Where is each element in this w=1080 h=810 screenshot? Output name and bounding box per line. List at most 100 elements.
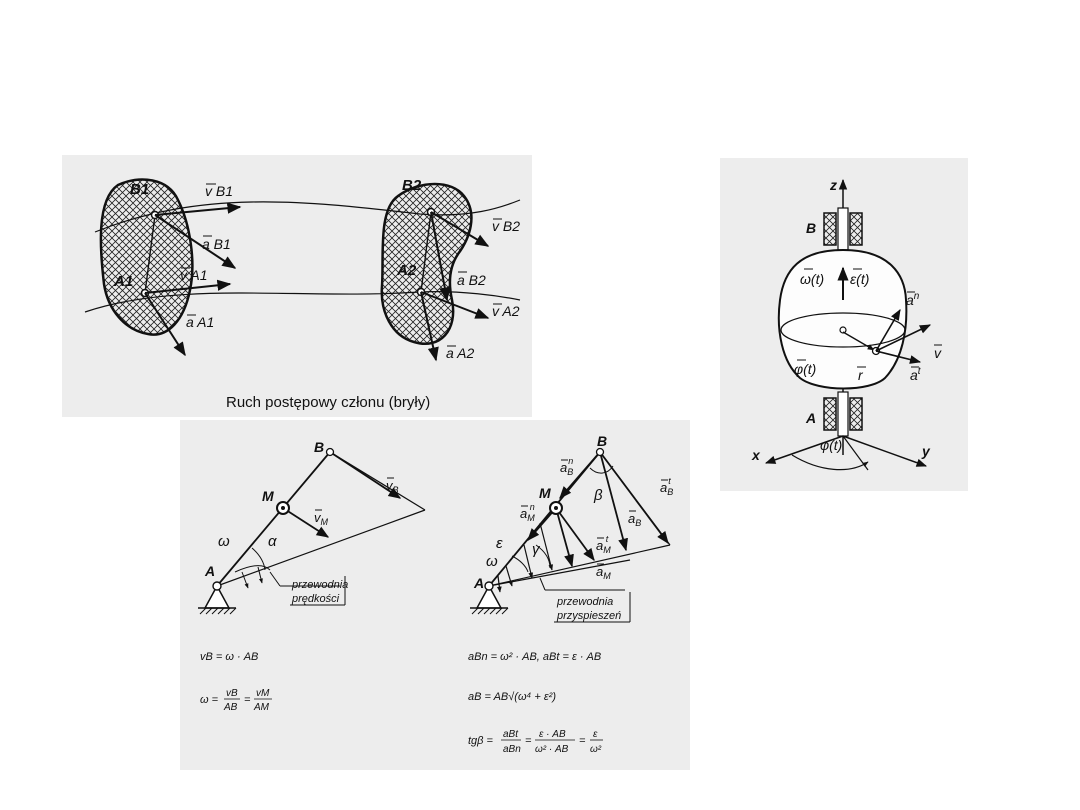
label-vb2: v B2 — [492, 218, 520, 234]
label-phi-bar-t: φ(t) — [794, 361, 816, 377]
vector-abn — [559, 451, 601, 499]
guide-velocity-line2: prędkości — [291, 593, 340, 605]
formula-omega-eq: = — [244, 694, 251, 706]
label-va2: v A2 — [492, 303, 520, 319]
vector-va1 — [144, 279, 232, 294]
label-am: aM — [596, 564, 611, 581]
vector-aa1 — [144, 292, 186, 357]
label-amt: aMt — [596, 534, 611, 555]
label-b2: B2 — [402, 177, 422, 194]
label-beta: β — [593, 487, 603, 504]
label-va1: v A1 — [180, 267, 208, 283]
formula-omega-den1: AB — [223, 702, 238, 713]
formula-tgbeta-lhs: tgβ = — [468, 735, 494, 747]
caption-translation: Ruch postępowy członu (bryły) — [226, 394, 430, 411]
label-eps-t: ε(t) — [850, 271, 869, 287]
label-m-left: M — [262, 488, 274, 504]
formula-tgbeta-num1: aBt — [503, 729, 519, 740]
guide-accel-line2: przyspieszeń — [556, 610, 621, 622]
label-abn: aBn — [560, 456, 573, 477]
label-omega-right: ω — [486, 553, 498, 570]
formula-vb: vB = ω · AB — [200, 651, 258, 663]
formula-omega-num2: vM — [256, 688, 270, 699]
label-a-left: A — [204, 563, 215, 579]
formula-tgbeta-den2: ω² · AB — [535, 744, 569, 755]
label-a1: A1 — [113, 273, 133, 290]
vector-ab — [599, 451, 628, 552]
label-amn: aMn — [520, 502, 535, 523]
label-vb1: v B1 — [205, 183, 233, 199]
vector-abt — [599, 451, 669, 545]
label-y: y — [921, 443, 931, 459]
vector-vb1 — [154, 202, 242, 216]
label-ab2: a B2 — [457, 272, 486, 288]
vector-am — [555, 507, 574, 568]
formula-tgbeta-den3: ω² — [590, 744, 602, 755]
vector-vm — [282, 507, 330, 538]
formula-omega-lhs: ω = — [200, 694, 219, 706]
label-b1: B1 — [130, 181, 149, 198]
formulas: vB = ω · AB ω = vB AB = vM AM aBn = ω² ·… — [200, 651, 603, 755]
linkage-acceleration-diagram: B M A β γ ε ω aBn aBt aB aMn aMt aM prze… — [470, 433, 673, 623]
body-1-shape — [99, 178, 194, 336]
formula-tgbeta-num3: ε — [593, 729, 598, 740]
formula-tgbeta-eq1: = — [525, 735, 532, 747]
body-section-ellipse — [780, 312, 906, 348]
label-b-bearing: B — [806, 220, 816, 236]
bearing-b-right — [849, 212, 863, 246]
label-an: an — [906, 291, 920, 308]
bearing-a-right — [849, 397, 863, 431]
vector-vb — [329, 451, 402, 499]
rotation-diagram: z B A x y φ(t) ω(t) ε(t) φ(t) — [751, 177, 942, 471]
label-m-right: M — [539, 485, 551, 501]
vector-v — [875, 324, 932, 352]
translation-diagram: B1 A1 B2 A2 v B1 a B1 v A1 a A1 v B2 a B… — [84, 177, 521, 411]
label-x: x — [751, 447, 761, 463]
label-a2: A2 — [396, 262, 417, 279]
label-b-right: B — [597, 433, 607, 449]
formula-omega-den2: AM — [253, 702, 270, 713]
x-axis — [765, 435, 844, 464]
label-a-bearing: A — [805, 410, 816, 426]
panel-linkage-bg — [180, 420, 690, 770]
formula-abn-abt: aBn = ω² · AB, aBt = ε · AB — [468, 651, 601, 663]
bearing-b-left — [823, 212, 837, 246]
formula-tgbeta-eq2: = — [579, 735, 586, 747]
label-gamma: γ — [532, 541, 541, 558]
rod-ab-left — [216, 451, 331, 587]
radius-vector-r — [842, 331, 875, 351]
label-aa1: a A1 — [186, 314, 214, 330]
label-aa2: a A2 — [446, 345, 474, 361]
label-z: z — [829, 177, 837, 193]
guide-velocity-line1: przewodnia — [291, 579, 348, 591]
vector-ab1 — [154, 214, 237, 269]
guide-accel-line1: przewodnia — [556, 596, 613, 608]
label-at: at — [910, 366, 922, 383]
vector-at — [875, 350, 922, 364]
label-v: v — [934, 345, 942, 361]
trajectory-a — [84, 291, 521, 313]
vector-amt — [555, 507, 595, 562]
vector-aa2 — [420, 291, 439, 362]
formula-ab: aB = AB√(ω⁴ + ε²) — [468, 691, 556, 703]
label-b-left: B — [314, 439, 324, 455]
label-vm: vM — [314, 510, 329, 527]
label-ab1: a B1 — [202, 236, 231, 252]
bearing-a-left — [823, 397, 837, 431]
vector-va2 — [420, 291, 490, 319]
formula-tgbeta-num2: ε · AB — [539, 729, 566, 740]
label-omega-left: ω — [218, 533, 230, 550]
linkage-velocity-diagram: B M A vB vM ω α przewodnia prędkości — [198, 439, 426, 615]
vector-amn — [527, 507, 557, 541]
label-alpha: α — [268, 533, 277, 550]
formula-tgbeta-den1: aBn — [503, 744, 521, 755]
formula-omega-num1: vB — [226, 688, 238, 699]
label-abt: aBt — [660, 476, 673, 497]
label-vb: vB — [386, 478, 399, 495]
label-r: r — [858, 367, 864, 383]
label-ab: aB — [628, 511, 641, 528]
vector-an — [875, 309, 901, 352]
vector-vb2 — [430, 211, 490, 247]
y-axis — [842, 435, 927, 467]
